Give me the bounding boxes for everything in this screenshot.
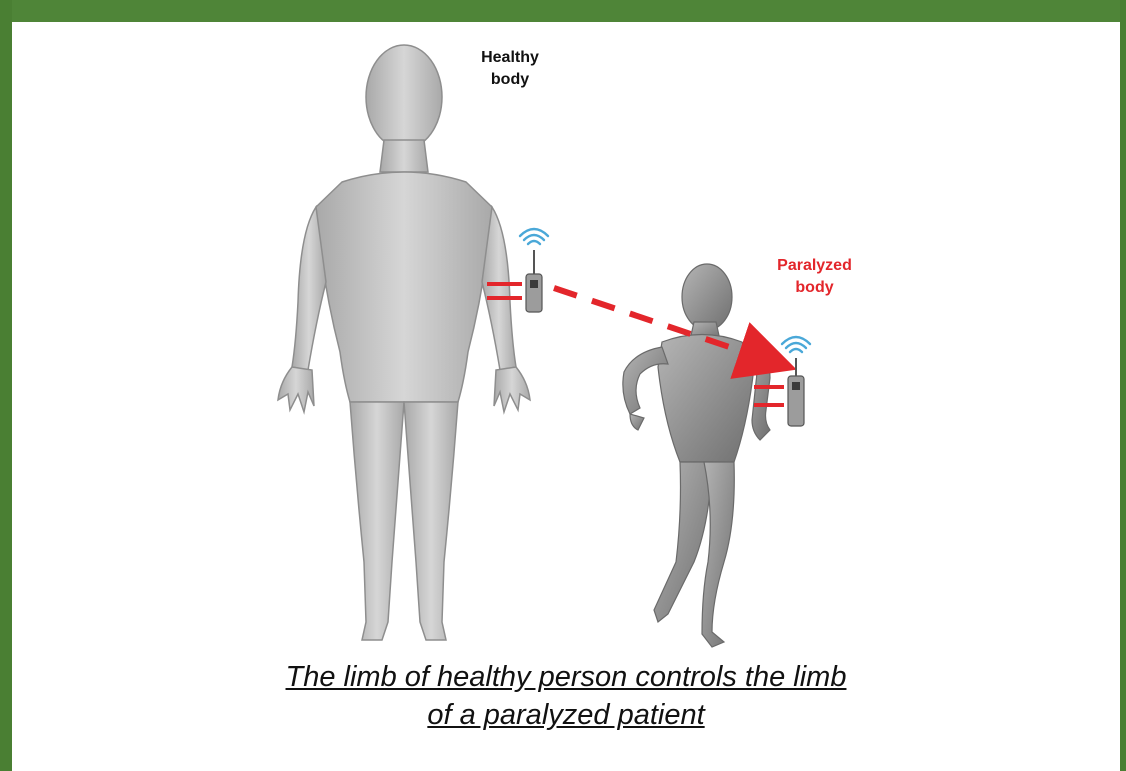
diagram-figure [12, 22, 1120, 662]
diagram-caption: The limb of healthy person controls the … [12, 658, 1120, 734]
slide-frame-right [1120, 0, 1126, 771]
healthy-body-figure [278, 45, 530, 640]
wifi-icon-healthy [520, 229, 548, 244]
slide-frame-left [0, 0, 12, 771]
wifi-icon-paralyzed [782, 337, 810, 352]
caption-line-2: of a paralyzed patient [12, 696, 1120, 734]
caption-line-1: The limb of healthy person controls the … [12, 658, 1120, 696]
slide-frame-top [0, 0, 1126, 22]
